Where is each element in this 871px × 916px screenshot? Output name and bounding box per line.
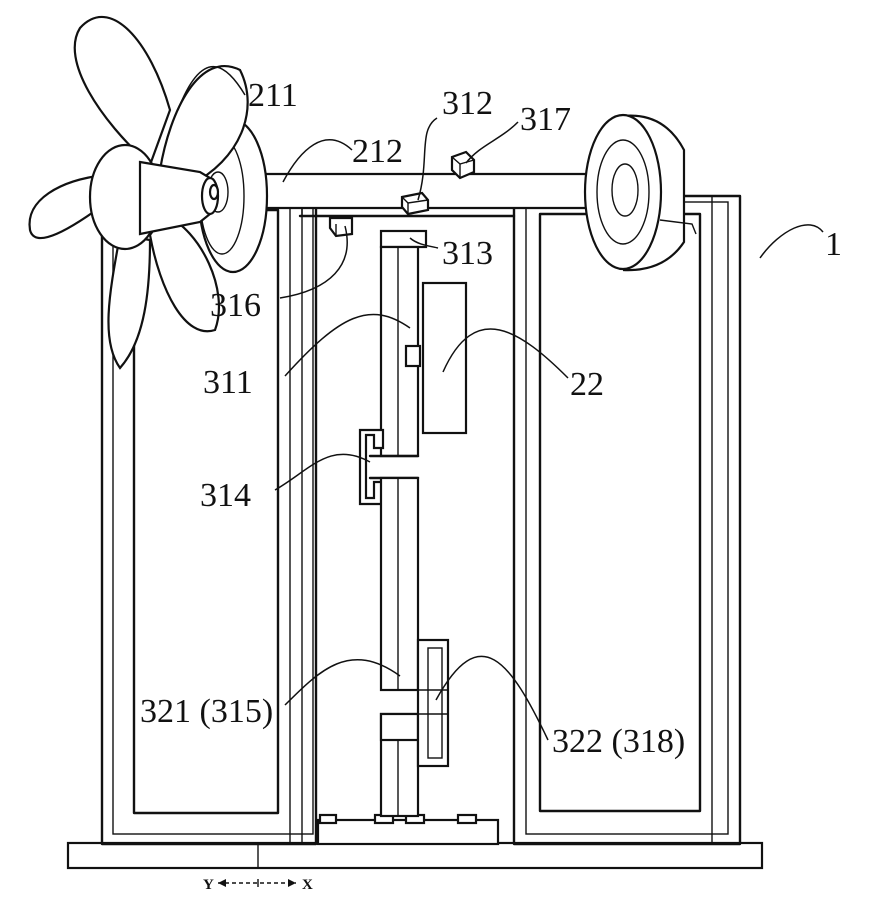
label-312: 312 [442,85,493,122]
label-322-318: 322 (318) [552,723,685,760]
column-lower [381,478,418,816]
base-plate [68,815,762,868]
label-311: 311 [203,364,253,401]
column-311 [381,231,426,456]
label-321-315: 321 (315) [140,693,273,730]
label-22: 22 [570,366,604,403]
block-317 [452,152,474,178]
label-314: 314 [200,477,251,514]
right-bearing [585,115,696,270]
axis-indicator: Y X [203,877,313,893]
block-312 [402,193,428,214]
label-211: 211 [248,77,298,114]
label-1: 1 [825,226,842,263]
label-317: 317 [520,101,571,138]
clamp-322 [418,640,448,766]
axis-y-label: Y [203,877,214,893]
axis-x-label: X [302,877,313,893]
leader-lines [178,67,823,740]
label-313: 313 [442,235,493,272]
box-22 [423,283,466,433]
block-316 [330,218,352,236]
label-316: 316 [210,287,261,324]
label-212: 212 [352,133,403,170]
